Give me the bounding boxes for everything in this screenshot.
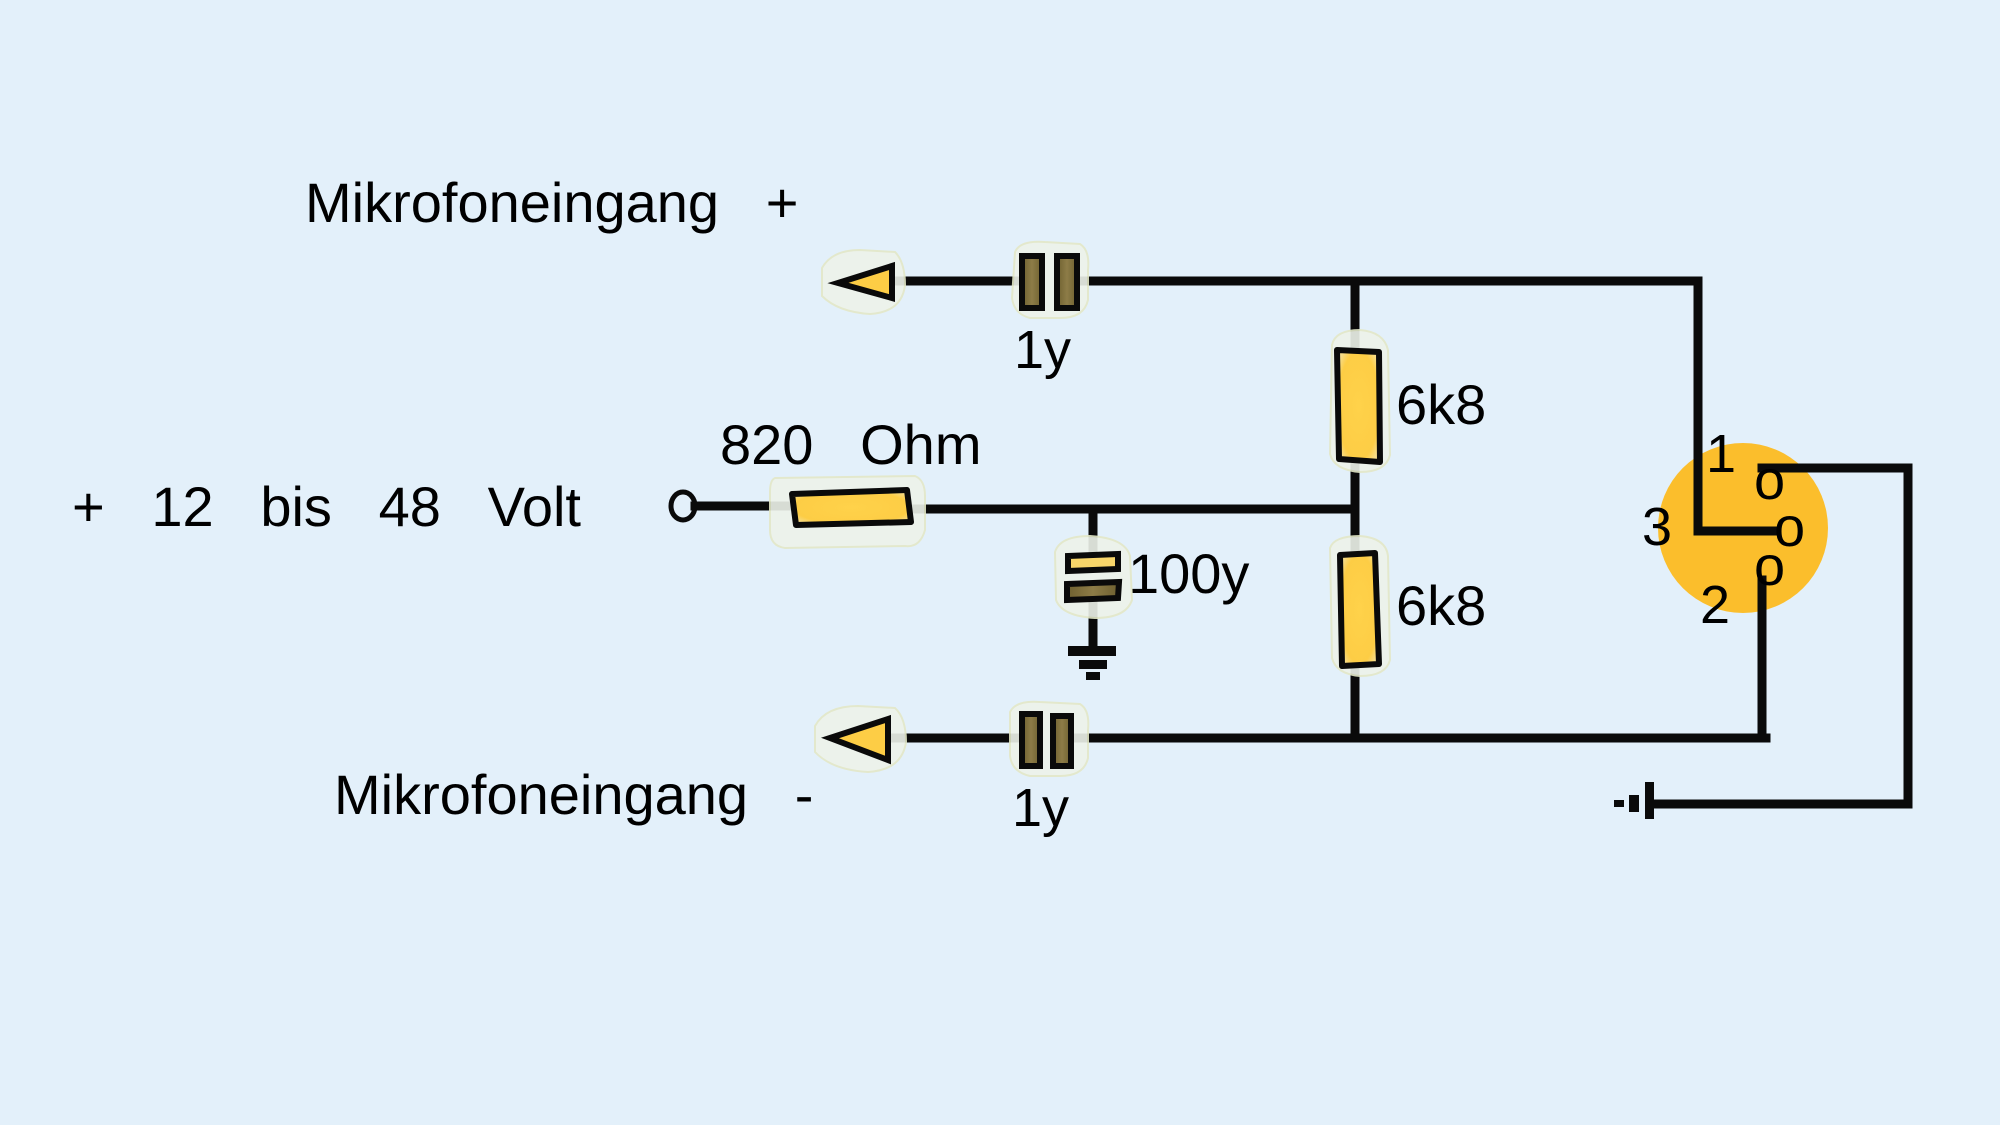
mic-minus-terminal[interactable] bbox=[814, 704, 908, 774]
capacitor-filter-plate-negative bbox=[1064, 578, 1123, 604]
supply-terminal-icon[interactable] bbox=[668, 489, 698, 523]
resistor-bottom-6k8[interactable] bbox=[1328, 534, 1392, 678]
capacitor-filter-halo bbox=[1053, 534, 1134, 620]
arrow-left-icon bbox=[820, 714, 891, 765]
resistor-bottom-label: 6k8 bbox=[1396, 574, 1486, 637]
chassis-ground-icon bbox=[1614, 782, 1654, 819]
capacitor-bottom-1y[interactable] bbox=[1009, 700, 1090, 777]
capacitor-top-plate-left bbox=[1019, 253, 1045, 311]
xlr-pin3-contact: o bbox=[1774, 495, 1805, 558]
capacitor-top-1y[interactable] bbox=[1010, 240, 1090, 319]
cap-bottom-label: 1y bbox=[1012, 778, 1069, 838]
resistor-820-body bbox=[789, 487, 914, 528]
mic-plus-label: Mikrofoneingang + bbox=[305, 171, 798, 234]
xlr-pin2-contact: o bbox=[1754, 534, 1785, 597]
xlr-pin1-contact: o bbox=[1754, 448, 1785, 511]
xlr-pin2-label: 2 bbox=[1700, 575, 1730, 635]
resistor-top-6k8[interactable] bbox=[1328, 328, 1392, 474]
supply-voltage-label: + 12 bis 48 Volt bbox=[72, 475, 581, 538]
mic-minus-label: Mikrofoneingang - bbox=[334, 763, 813, 826]
resistor-top-label: 6k8 bbox=[1396, 373, 1486, 436]
mic-plus-terminal[interactable] bbox=[821, 248, 907, 316]
xlr-pin1-label: 1 bbox=[1706, 424, 1736, 484]
xlr-connector[interactable] bbox=[1658, 395, 1913, 625]
xlr-pin3-label: 3 bbox=[1642, 497, 1672, 557]
capacitor-filter-plate-positive bbox=[1065, 550, 1121, 575]
series-resistor-label: 820 Ohm bbox=[720, 413, 981, 476]
ground-icon bbox=[1068, 646, 1116, 680]
resistor-top-body bbox=[1334, 347, 1383, 465]
capacitor-bottom-plate-left bbox=[1019, 711, 1043, 769]
cap-top-label: 1y bbox=[1014, 320, 1071, 380]
cap-filter-label: 100y bbox=[1128, 542, 1249, 605]
resistor-820-ohm[interactable] bbox=[769, 474, 926, 550]
capacitor-bottom-plate-right bbox=[1050, 713, 1074, 769]
arrow-left-icon bbox=[827, 261, 895, 302]
capacitor-filter-100y[interactable] bbox=[1053, 534, 1134, 620]
resistor-bottom-body bbox=[1337, 550, 1382, 669]
capacitor-top-plate-right bbox=[1054, 253, 1080, 311]
